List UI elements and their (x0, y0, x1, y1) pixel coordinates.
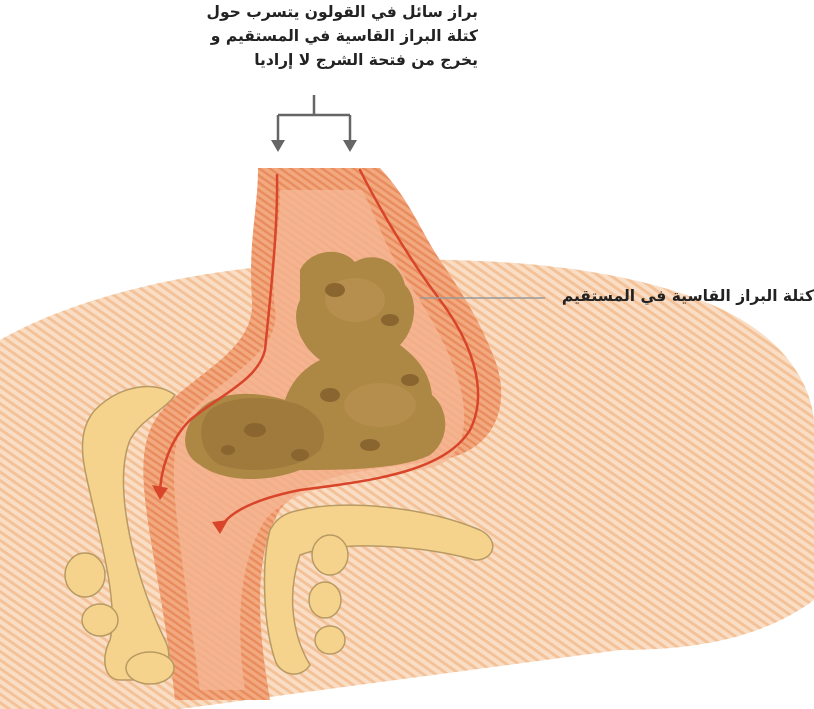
pointer-arrows (278, 95, 350, 142)
hard-stool-mass-label: كتلة البراز القاسية في المستقيم (520, 284, 814, 308)
liquid-stool-label: براز سائل في القولون يتسرب حول كتلة البر… (178, 0, 478, 72)
liquid-stool-label-line3: يخرج من فتحة الشرج لا إراديا (178, 48, 478, 72)
liquid-stool-label-line1: براز سائل في القولون يتسرب حول (178, 0, 478, 24)
liquid-stool-label-line2: كتلة البراز القاسية في المستقيم و (178, 24, 478, 48)
pointer-arrowheads (271, 140, 357, 152)
